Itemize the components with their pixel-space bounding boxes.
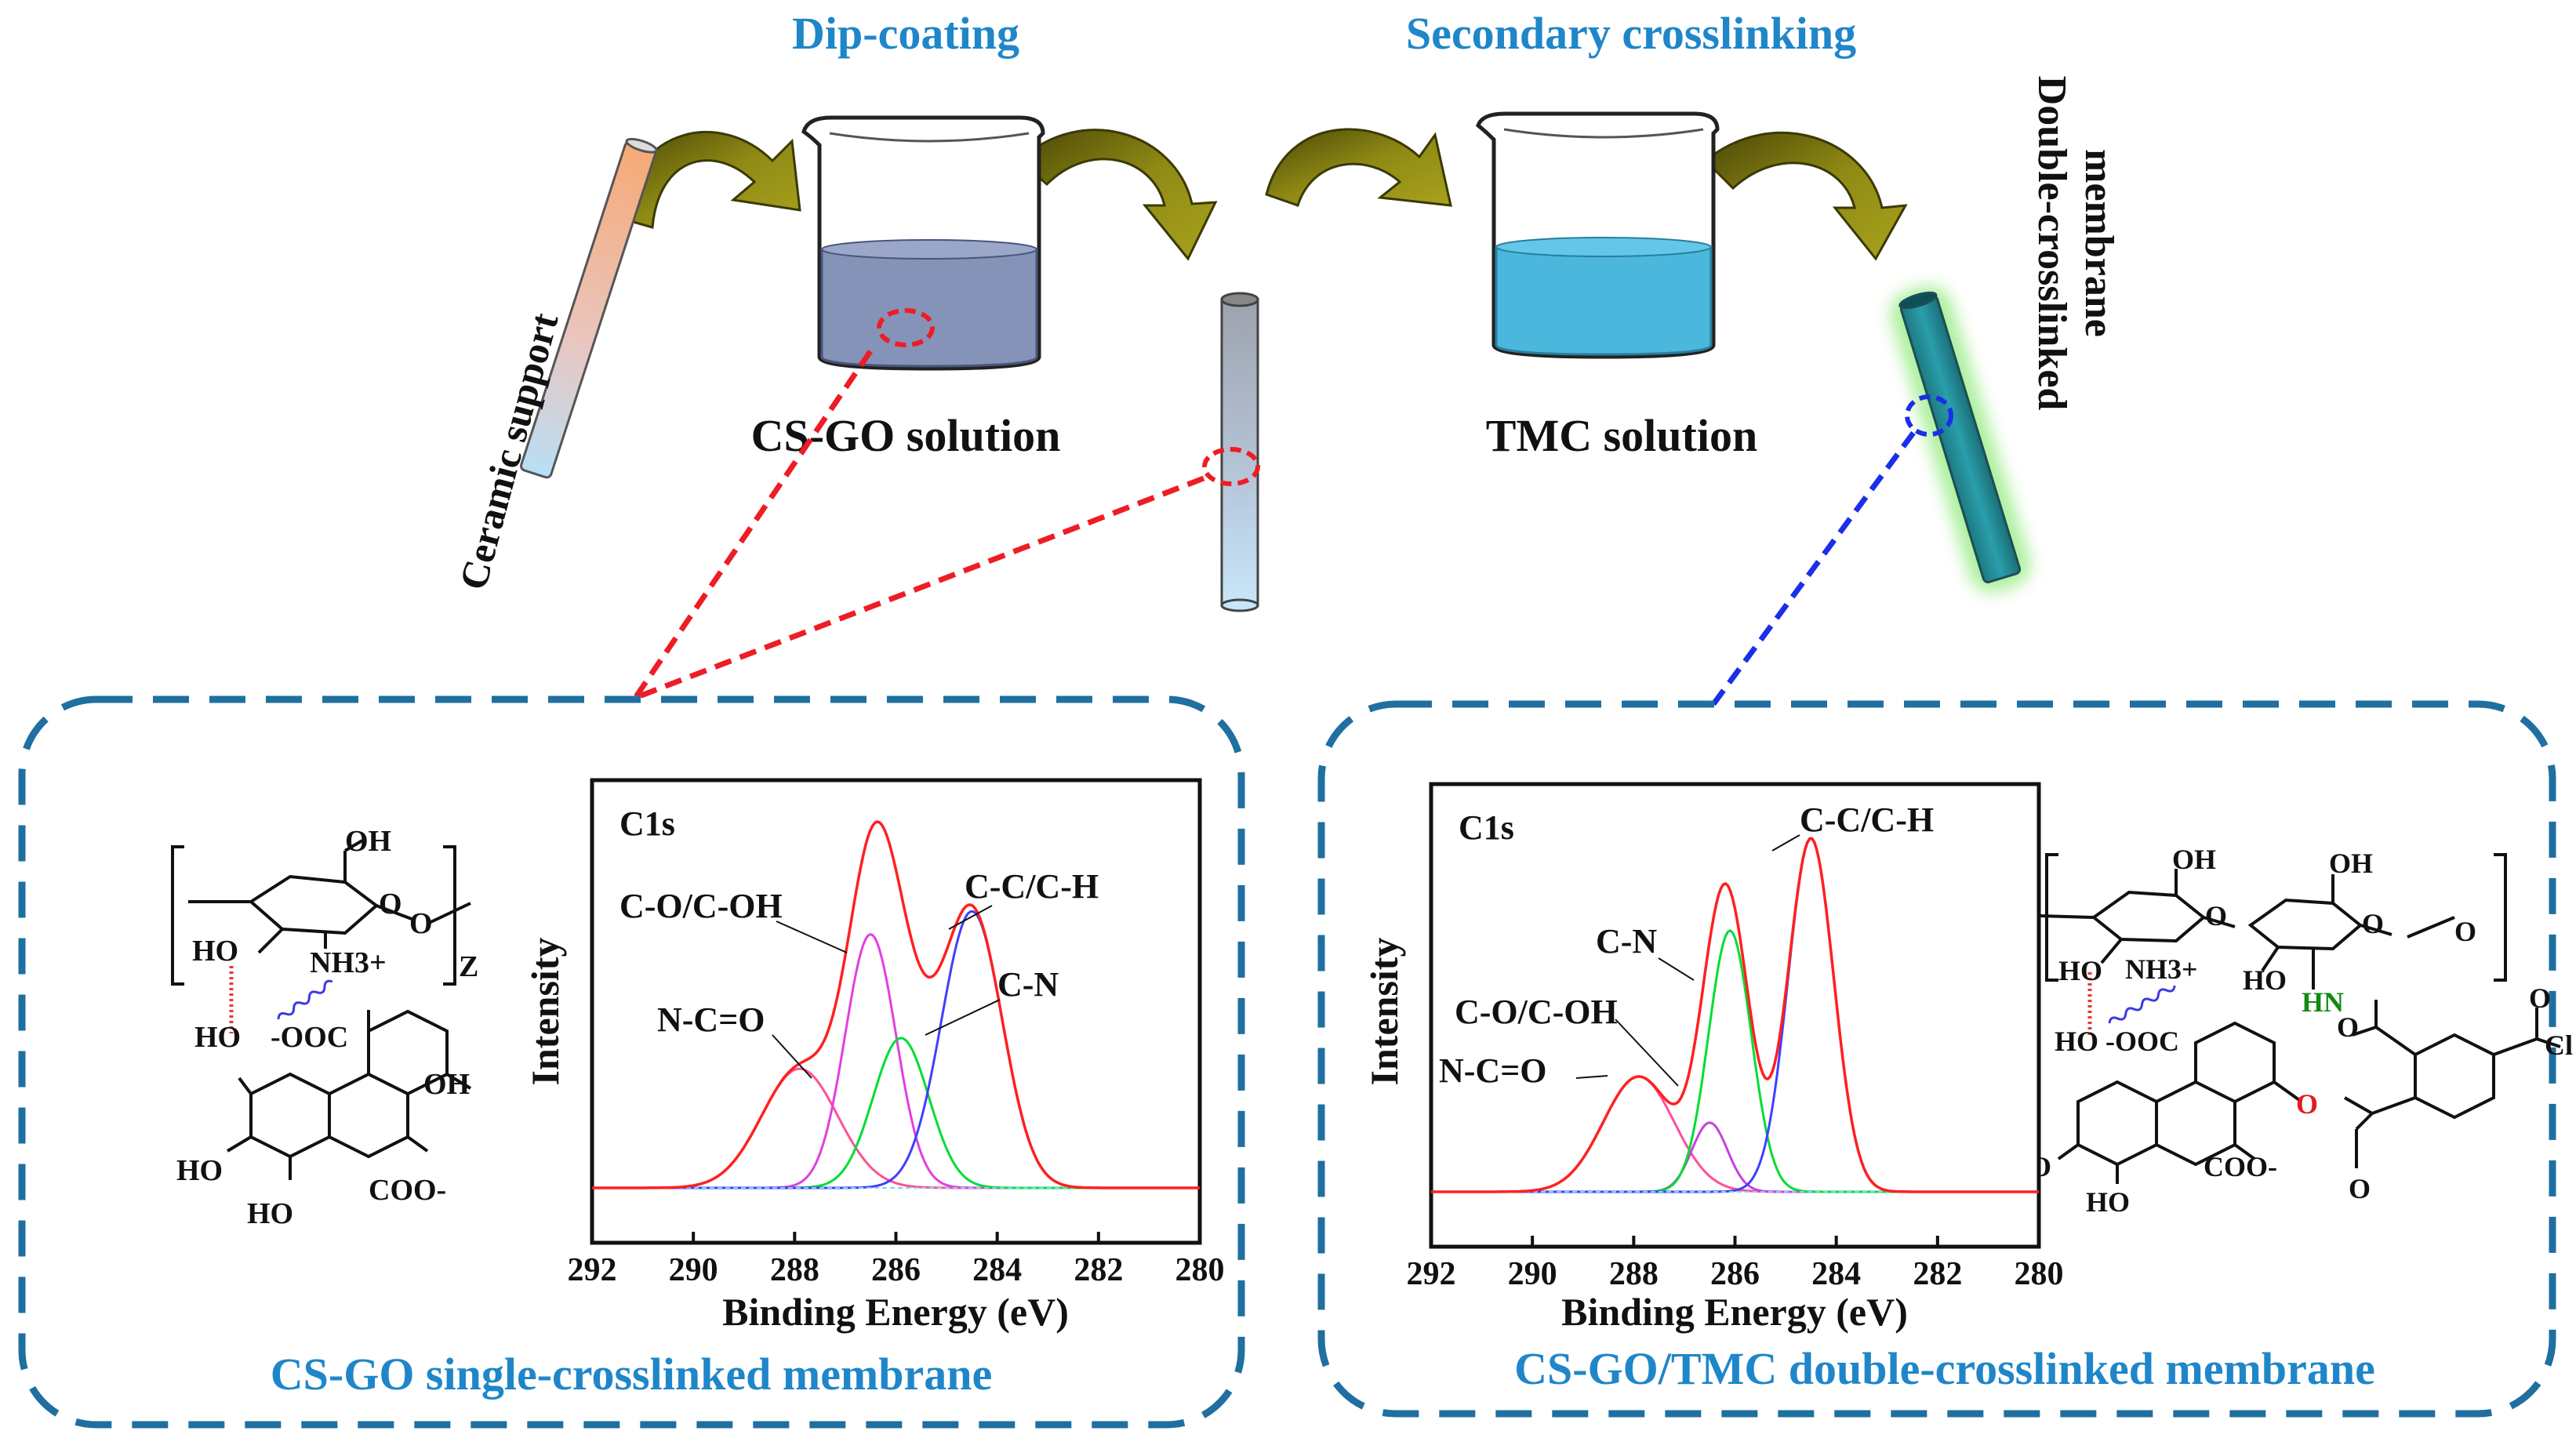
chart-right-ticks: 292 290 288 286 284 282 280 xyxy=(1407,1236,2064,1292)
chem-nh3: NH3+ xyxy=(310,946,387,979)
x-tick-label: 288 xyxy=(770,1252,819,1288)
process-arrow-4 xyxy=(1703,131,1908,261)
chem-r-o-carbonyl1: O xyxy=(2337,1011,2359,1043)
chem-ho-bottom1: HO xyxy=(176,1154,223,1187)
x-tick-label: 286 xyxy=(1710,1256,1760,1292)
dip-coating-title: Dip-coating xyxy=(792,8,1019,59)
chart-right-annot-cc: C-C/C-H xyxy=(1800,801,1934,839)
chart-left-annot-nco: N-C=O xyxy=(657,1000,765,1039)
sample-marker-tube xyxy=(1202,447,1260,486)
xps-chart-right: 292 290 288 286 284 282 280 C1s Binding Energy… xyxy=(1362,782,2064,1334)
chem-r-nh3: NH3+ xyxy=(2125,953,2198,985)
left-panel-caption: CS-GO single-crosslinked membrane xyxy=(271,1349,993,1400)
cs-go-tmc-structure xyxy=(2038,853,2561,1184)
chem-z: Z xyxy=(459,950,478,983)
chem-r-hn: HN xyxy=(2302,986,2344,1018)
beaker-cs-go xyxy=(801,115,1045,371)
envelope-fit xyxy=(1431,837,2039,1193)
x-tick-label: 290 xyxy=(1508,1256,1557,1292)
right-panel-caption: CS-GO/TMC double-crosslinked membrane xyxy=(1514,1343,2375,1394)
x-tick-label: 280 xyxy=(1175,1252,1225,1288)
double-crosslinked-tube xyxy=(1890,285,2031,593)
chart-right-title: C1s xyxy=(1459,808,1514,847)
left-panel-frame xyxy=(18,695,1245,1429)
cs-go-structure xyxy=(171,839,472,1180)
x-tick-label: 292 xyxy=(1407,1256,1456,1292)
x-tick-label: 290 xyxy=(669,1252,718,1288)
red-dashed-connector-1 xyxy=(633,350,873,699)
ceramic-support-tube xyxy=(520,137,658,479)
process-arrow-3 xyxy=(1265,128,1452,207)
x-tick-label: 286 xyxy=(871,1252,921,1288)
chart-right-annot-cn: C-N xyxy=(1596,922,1657,960)
beaker-tmc xyxy=(1476,111,1720,359)
tmc-solution-label: TMC solution xyxy=(1486,410,1757,461)
chem-r-o1: O xyxy=(2205,900,2227,931)
chart-left-ylabel: Intensity xyxy=(523,938,567,1086)
chart-right-xlabel: Binding Energy (eV) xyxy=(1561,1290,1908,1334)
x-tick-label: 284 xyxy=(972,1252,1022,1288)
x-tick-label: 282 xyxy=(1913,1256,1962,1292)
chem-oh-right: OH xyxy=(423,1068,470,1101)
chem-r-ho1: HO xyxy=(2058,955,2102,986)
chart-left-annot-cc: C-C/C-H xyxy=(965,867,1099,906)
cs-go-structure-labels: OH O O HO NH3+ Z HO -OOC OH HO HO COO- xyxy=(176,825,478,1230)
chem-r-ho-ooc: HO -OOC xyxy=(2055,1026,2179,1057)
x-tick-label: 284 xyxy=(1811,1256,1861,1292)
x-tick-label: 282 xyxy=(1074,1252,1123,1288)
right-panel-frame xyxy=(1317,700,2556,1418)
double-crosslinked-label-line2: membrane xyxy=(2076,149,2121,337)
chart-right-annot-co: C-O/C-OH xyxy=(1455,993,1618,1031)
chem-ho-left: HO xyxy=(192,935,238,968)
chart-right-frame xyxy=(1429,782,2041,1249)
chart-left-xlabel: Binding Energy (eV) xyxy=(722,1290,1069,1334)
cs-go-solution-label: CS-GO solution xyxy=(751,410,1061,461)
envelope-fit xyxy=(592,820,1200,1189)
process-arrow-2 xyxy=(1017,129,1218,261)
red-dashed-connector-2 xyxy=(634,475,1205,701)
chem-ho-gallic: HO xyxy=(194,1021,241,1054)
xps-chart-left: 292 290 288 286 284 282 280 C1s Binding Energy… xyxy=(523,778,1225,1334)
chem-ooc: -OOC xyxy=(271,1021,348,1054)
chart-right-leader-lines xyxy=(1575,834,1800,1087)
chem-r-oh1: OH xyxy=(2172,844,2216,875)
sample-marker-teal-tube xyxy=(1905,394,1953,437)
chem-r-ho4: HO xyxy=(2086,1186,2130,1218)
chem-r-coo: COO- xyxy=(2204,1151,2277,1182)
chem-coo: COO- xyxy=(369,1174,446,1207)
sample-marker-beaker xyxy=(877,308,935,347)
x-tick-label: 292 xyxy=(568,1252,617,1288)
double-crosslinked-label-line1: Double-crosslinked xyxy=(2029,76,2074,411)
x-tick-label: 288 xyxy=(1609,1256,1659,1292)
chem-o-ring: O xyxy=(379,888,402,921)
cs-go-tmc-structure-labels: OH OH O O O NH3+ HO HO HN HO -OOC O O O … xyxy=(2007,844,2573,1218)
chem-ho-bottom2: HO xyxy=(247,1197,293,1230)
chem-r-o-ester: O xyxy=(2296,1088,2318,1120)
chem-r-cl: Cl xyxy=(2545,1029,2573,1061)
chart-right-curves xyxy=(1431,837,2039,1193)
chem-r-o3: O xyxy=(2454,916,2476,947)
chart-left-ticks: 292 290 288 286 284 282 280 xyxy=(568,1232,1225,1288)
chem-r-o-carbonyl3: O xyxy=(2349,1173,2371,1204)
chart-left-title: C1s xyxy=(619,804,675,843)
chem-r-o2: O xyxy=(2362,908,2384,939)
chart-left-curves xyxy=(592,820,1200,1189)
chem-r-ho2: HO xyxy=(2243,964,2287,996)
x-tick-label: 280 xyxy=(2015,1256,2064,1292)
chem-oh-top: OH xyxy=(345,825,391,858)
chem-r-o-carbonyl2: O xyxy=(2529,982,2551,1014)
chart-left-annot-co: C-O/C-OH xyxy=(619,887,783,925)
secondary-crosslinking-title: Secondary crosslinking xyxy=(1406,8,1856,59)
chart-right-ylabel: Intensity xyxy=(1362,938,1406,1086)
chart-left-annot-cn: C-N xyxy=(997,965,1059,1004)
chem-o-link: O xyxy=(409,907,433,940)
chem-r-oh2: OH xyxy=(2329,848,2373,879)
chart-right-annot-nco: N-C=O xyxy=(1439,1051,1547,1090)
blue-dashed-connector xyxy=(1711,430,1916,706)
chart-left-leader-lines xyxy=(772,905,1001,1079)
